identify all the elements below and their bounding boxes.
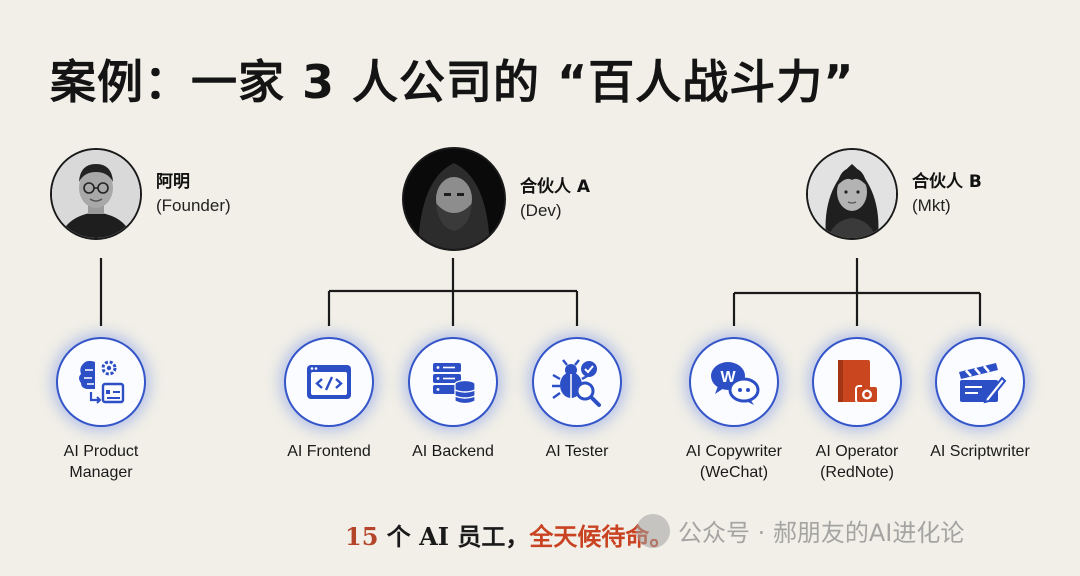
avatar-founder bbox=[50, 148, 142, 240]
brain-gear-icon bbox=[79, 360, 125, 404]
agent-scriptwriter: AI Scriptwriter bbox=[905, 337, 1055, 462]
ai-count: 15 bbox=[345, 522, 379, 551]
agent-frontend: AI Frontend bbox=[254, 337, 404, 462]
bug-check-icon bbox=[552, 359, 601, 407]
agent-operator: AI Operator (RedNote) bbox=[782, 337, 932, 483]
woman-portrait bbox=[808, 150, 896, 238]
agent-label: AI Copywriter (WeChat) bbox=[685, 443, 783, 481]
person-role: (Mkt) bbox=[912, 196, 951, 215]
agent-label: AI Scriptwriter bbox=[930, 443, 1030, 460]
agent-tester: AI Tester bbox=[502, 337, 652, 462]
summary-text: 个 AI 员工， bbox=[378, 522, 530, 551]
server-database-icon bbox=[433, 363, 476, 405]
agent-backend: AI Backend bbox=[378, 337, 528, 462]
person-partner-a: 合伙人 A (Dev) bbox=[402, 147, 590, 251]
agent-label: AI Product Manager bbox=[63, 443, 139, 481]
person-founder: 阿明 (Founder) bbox=[50, 148, 231, 240]
book-camera-icon bbox=[838, 360, 879, 404]
person-role: (Dev) bbox=[520, 201, 562, 220]
avatar-partner-a bbox=[402, 147, 506, 251]
watermark-text: 公众号 · 郝朋友的AI进化论 bbox=[678, 519, 965, 547]
clapperboard-pen-icon bbox=[959, 363, 1007, 404]
agent-product-manager: AI Product Manager bbox=[26, 337, 176, 483]
wechat-logo-icon bbox=[636, 513, 670, 548]
man-glasses-portrait bbox=[52, 150, 140, 238]
person-name: 合伙人 B bbox=[912, 172, 982, 192]
person-role: (Founder) bbox=[156, 196, 231, 215]
agent-label: AI Operator (RedNote) bbox=[815, 443, 899, 481]
agent-label: AI Frontend bbox=[287, 443, 371, 460]
agent-label: AI Tester bbox=[545, 443, 609, 460]
watermark: 公众号 · 郝朋友的AI进化论 bbox=[636, 513, 964, 548]
agent-label: AI Backend bbox=[412, 443, 494, 460]
person-name: 阿明 bbox=[156, 172, 190, 192]
person-name: 合伙人 A bbox=[520, 177, 591, 197]
agent-copywriter: W AI Copywriter (WeChat) bbox=[659, 337, 809, 483]
wechat-chat-icon: W bbox=[711, 362, 760, 405]
avatar-partner-b bbox=[806, 148, 898, 240]
hooded-bearded-man-portrait bbox=[404, 149, 504, 249]
code-window-icon bbox=[307, 365, 351, 399]
person-partner-b: 合伙人 B (Mkt) bbox=[806, 148, 982, 240]
summary-line: 15 个 AI 员工，全天候待命。 bbox=[345, 517, 673, 552]
page-title: 案例：一家 3 人公司的 “百人战斗力” bbox=[50, 55, 855, 109]
